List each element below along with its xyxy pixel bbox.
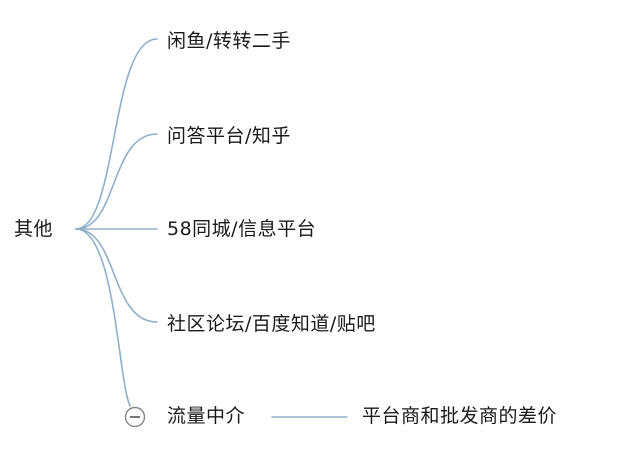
connector-branch-2 [75,133,158,230]
connector-branch-4 [75,228,158,323]
leaf-node-price-difference[interactable]: 平台商和批发商的差价 [362,405,558,427]
connector-branch-5 [75,228,131,407]
branch-node-58-tongcheng[interactable]: 58同城/信息平台 [167,218,317,240]
branch-node-qa-platform[interactable]: 问答平台/知乎 [167,125,291,147]
connector-branch-1 [75,38,158,230]
root-node[interactable]: 其他 [14,218,54,240]
minus-icon[interactable] [124,406,146,428]
branch-node-community-forum[interactable]: 社区论坛/百度知道/贴吧 [167,313,376,335]
branch-node-xianyu[interactable]: 闲鱼/转转二手 [167,30,291,52]
branch-node-traffic-broker[interactable]: 流量中介 [167,405,246,427]
